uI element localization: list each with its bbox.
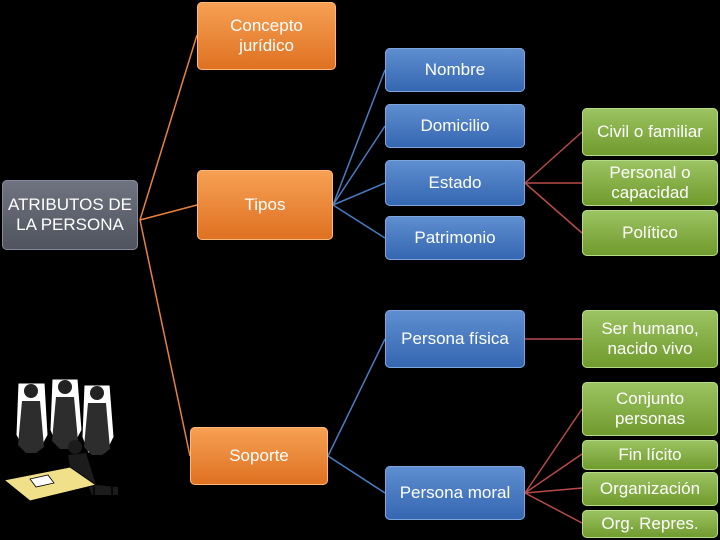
node-civil-familiar: Civil o familiar <box>582 108 718 156</box>
connector-moral-organizacion <box>524 487 583 494</box>
node-personal-capacidad: Personal o capacidad <box>582 160 718 206</box>
connector-root-tipos <box>139 204 198 221</box>
node-org-repres: Org. Repres. <box>582 510 718 538</box>
node-estado: Estado <box>385 160 525 206</box>
node-politico: Político <box>582 210 718 256</box>
connector-moral-fin-licito <box>524 453 583 494</box>
connector-estado-civil <box>524 131 583 184</box>
node-ser-humano: Ser humano, nacido vivo <box>582 310 718 368</box>
node-fin-licito: Fin lícito <box>582 440 718 470</box>
connector-moral-org-repres <box>524 492 583 524</box>
node-concepto-juridico: Concepto jurídico <box>197 2 336 70</box>
connector-soporte-moral <box>327 455 386 494</box>
node-conjunto-personas: Conjunto personas <box>582 382 718 436</box>
connector-soporte-fisica <box>327 338 386 457</box>
node-organizacion: Organización <box>582 472 718 506</box>
business-meeting-clipart <box>2 378 118 527</box>
node-tipos: Tipos <box>197 170 333 240</box>
connector-root-concepto <box>139 34 198 221</box>
node-domicilio: Domicilio <box>385 104 525 148</box>
connector-tipos-domicilio <box>332 125 386 206</box>
connector-tipos-nombre <box>332 69 386 206</box>
connector-tipos-patrimonio <box>332 204 386 239</box>
connector-tipos-estado <box>332 182 386 206</box>
connector-estado-politico <box>524 182 583 234</box>
node-persona-fisica: Persona física <box>385 310 525 368</box>
connector-moral-conjunto <box>524 408 583 494</box>
node-persona-moral: Persona moral <box>385 466 525 520</box>
root-node-atributos: ATRIBUTOS DE LA PERSONA <box>2 180 138 250</box>
node-patrimonio: Patrimonio <box>385 216 525 260</box>
node-soporte: Soporte <box>190 427 328 485</box>
connector-root-soporte <box>139 219 191 457</box>
node-nombre: Nombre <box>385 48 525 92</box>
